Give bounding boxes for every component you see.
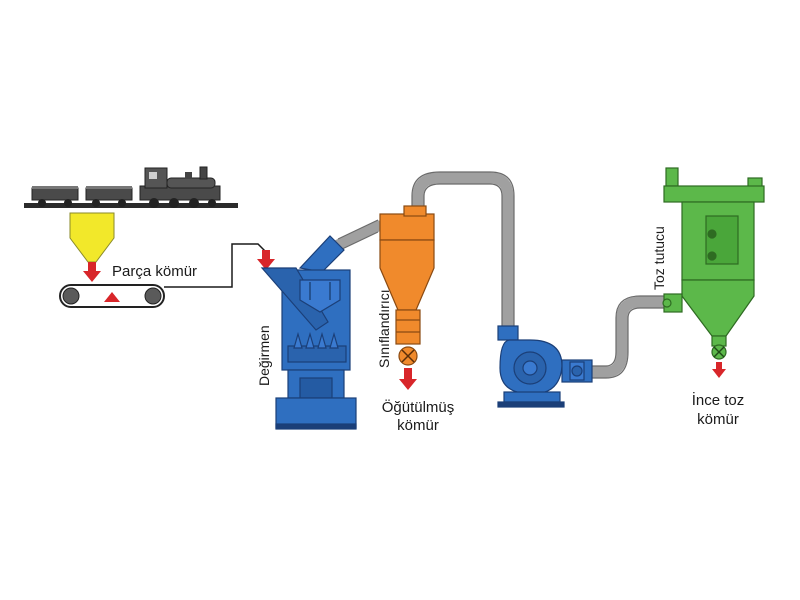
dust-collector (662, 167, 765, 347)
mill (260, 235, 357, 430)
collector-rotary-valve (711, 344, 727, 360)
feed-hopper (69, 212, 115, 263)
pipe-fan-to-collector (584, 296, 674, 378)
classifier-rotary-valve (398, 346, 418, 366)
belt-conveyor (59, 284, 165, 308)
label-dust-collector: Toz tutucu (651, 226, 667, 290)
label-ground-coal-2: kömür (397, 417, 439, 434)
classifier (379, 205, 435, 345)
label-coarse-coal: Parça kömür (112, 263, 197, 280)
centrifugal-fan (497, 325, 593, 408)
rail-track (24, 203, 238, 208)
conveyor-feed-line (164, 243, 267, 288)
ground-coal-arrow (399, 368, 417, 390)
wagon-1 (31, 187, 79, 201)
fine-coal-arrow (712, 362, 726, 378)
pipe-network (332, 172, 674, 378)
pipe-classifier-to-fan (412, 172, 514, 336)
train (24, 166, 238, 208)
pipe-mill-to-classifier (332, 220, 384, 251)
label-ground-coal-1: Öğütülmüş (382, 398, 455, 416)
label-mill: Değirmen (256, 325, 272, 386)
label-classifier: Sınıflandırıcı (376, 289, 392, 368)
label-fine-coal-1: İnce toz (692, 391, 745, 409)
label-fine-coal-2: kömür (697, 411, 739, 428)
coarse-coal-arrow (83, 262, 101, 282)
wagon-2 (85, 187, 133, 201)
locomotive (139, 166, 221, 208)
mill-feed-arrow (257, 250, 275, 270)
